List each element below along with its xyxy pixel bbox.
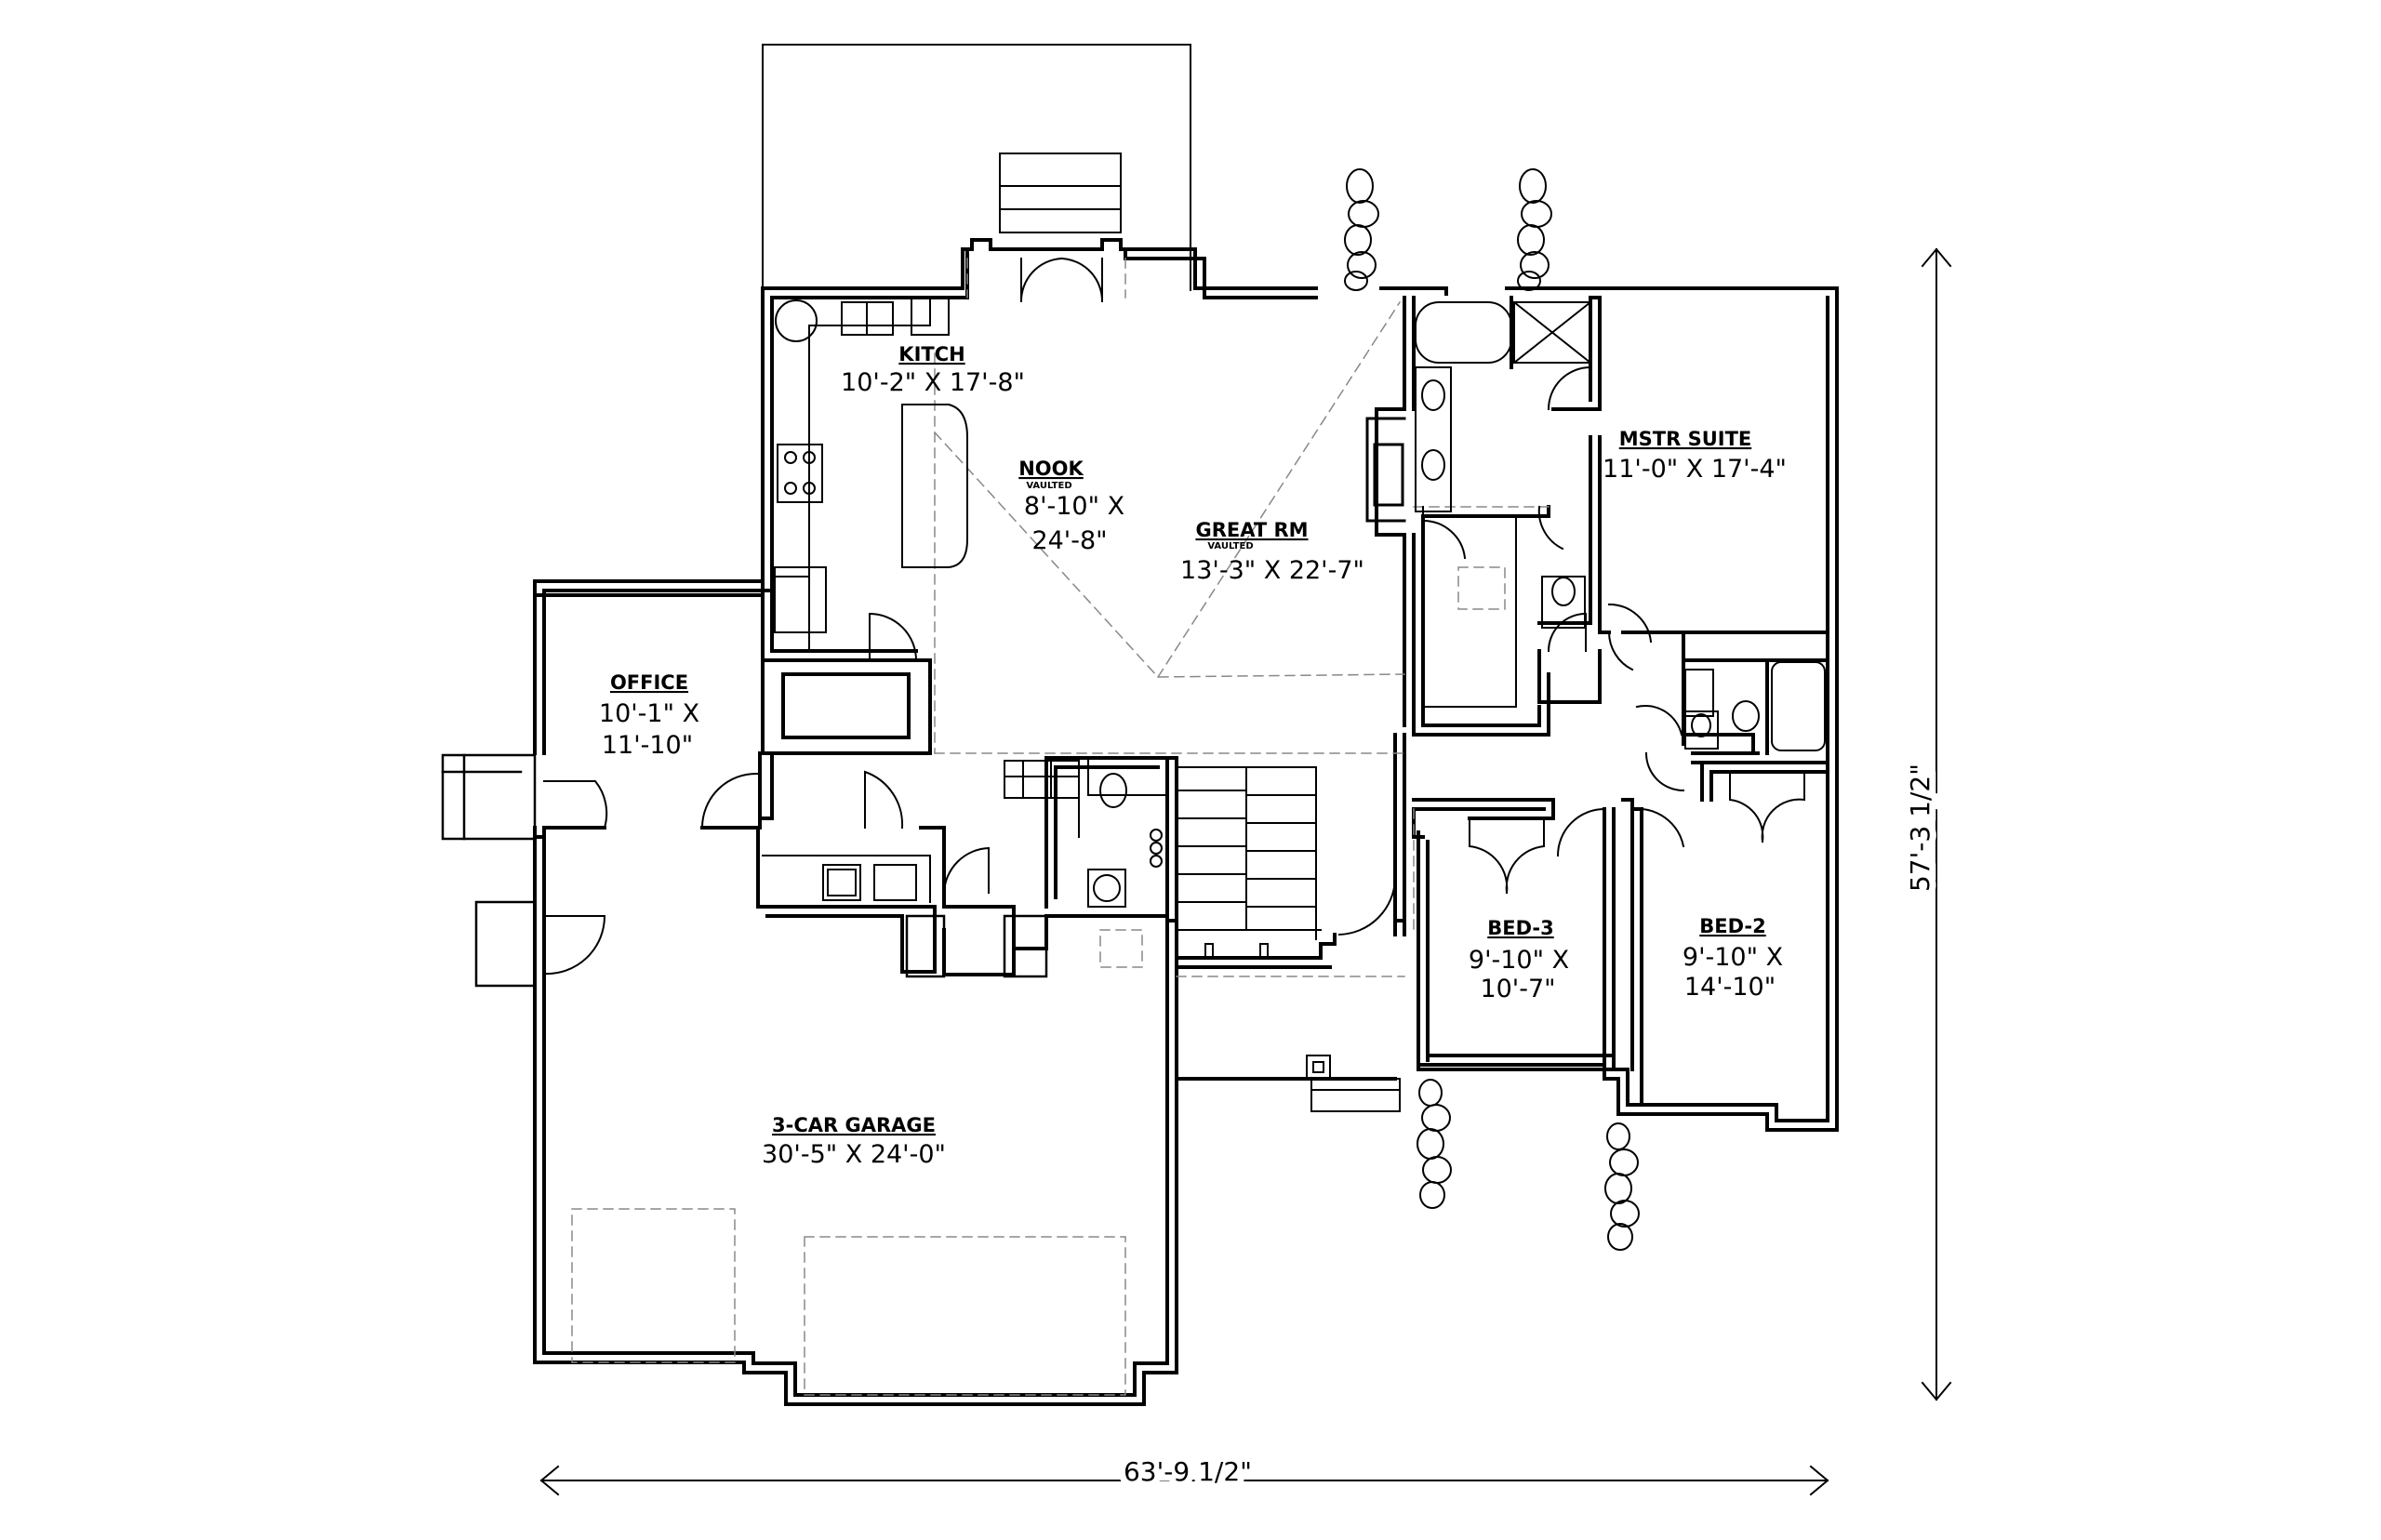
room-dim-nook-1: 8'-10" X bbox=[1024, 492, 1124, 521]
room-dim-garage: 30'-5" X 24'-0" bbox=[762, 1140, 946, 1169]
room-name-bed-2: BED-2 bbox=[1699, 915, 1766, 937]
overall-width-label: 63'-9 1/2" bbox=[1124, 1456, 1252, 1487]
room-dim-office-1: 10'-1" X bbox=[599, 699, 699, 728]
room-name-office: OFFICE bbox=[610, 671, 688, 694]
room-dim-great-room: 13'-3" X 22'-7" bbox=[1180, 556, 1364, 585]
room-name-nook: NOOK bbox=[1018, 458, 1084, 480]
interior-walls bbox=[533, 296, 1829, 1107]
room-name-kitchen: KITCH bbox=[898, 343, 964, 365]
doors bbox=[542, 257, 1805, 976]
hidden-lines bbox=[571, 258, 1550, 1396]
stone-column-rear-left bbox=[1344, 168, 1379, 291]
room-dim-master-suite: 11'-0" X 17'-4" bbox=[1603, 455, 1787, 484]
room-dim-bed-2-1: 9'-10" X bbox=[1683, 943, 1783, 972]
room-name-great-room: GREAT RM bbox=[1195, 519, 1308, 541]
front-porch bbox=[1306, 1055, 1401, 1112]
room-dim-office-2: 11'-10" bbox=[602, 731, 693, 760]
overall-depth-label: 57'-3 1/2" bbox=[1905, 763, 1935, 892]
stone-column-front-right bbox=[1604, 1122, 1640, 1251]
garage-steps bbox=[905, 914, 1048, 978]
room-dim-bed-3-1: 9'-10" X bbox=[1469, 946, 1569, 975]
fireplace bbox=[1365, 417, 1406, 523]
laundry-fixtures bbox=[762, 760, 1080, 903]
room-dim-kitchen: 10'-2" X 17'-8" bbox=[841, 368, 1025, 397]
stone-column-rear-right bbox=[1517, 168, 1552, 291]
room-name-master-suite: MSTR SUITE bbox=[1619, 428, 1752, 450]
room-note-great-room: VAULTED bbox=[1207, 541, 1253, 551]
bath-fixtures bbox=[1078, 300, 1826, 908]
master-closet bbox=[1422, 506, 1517, 708]
landscape-stones bbox=[1344, 168, 1640, 1251]
stone-column-front-left bbox=[1417, 1079, 1452, 1209]
rear-patio bbox=[762, 44, 1191, 291]
room-note-nook: VAULTED bbox=[1026, 481, 1071, 491]
room-name-bed-3: BED-3 bbox=[1487, 917, 1554, 939]
dimension-lines bbox=[539, 247, 1952, 1496]
stair bbox=[1176, 766, 1322, 959]
side-entry-stoops bbox=[441, 753, 537, 988]
room-dim-bed-3-2: 10'-7" bbox=[1480, 975, 1555, 1003]
room-dim-bed-2-2: 14'-10" bbox=[1684, 973, 1776, 1002]
room-name-garage: 3-CAR GARAGE bbox=[772, 1114, 936, 1136]
room-dim-nook-2: 24'-8" bbox=[1031, 526, 1107, 555]
kitchen-fixtures bbox=[771, 297, 968, 652]
